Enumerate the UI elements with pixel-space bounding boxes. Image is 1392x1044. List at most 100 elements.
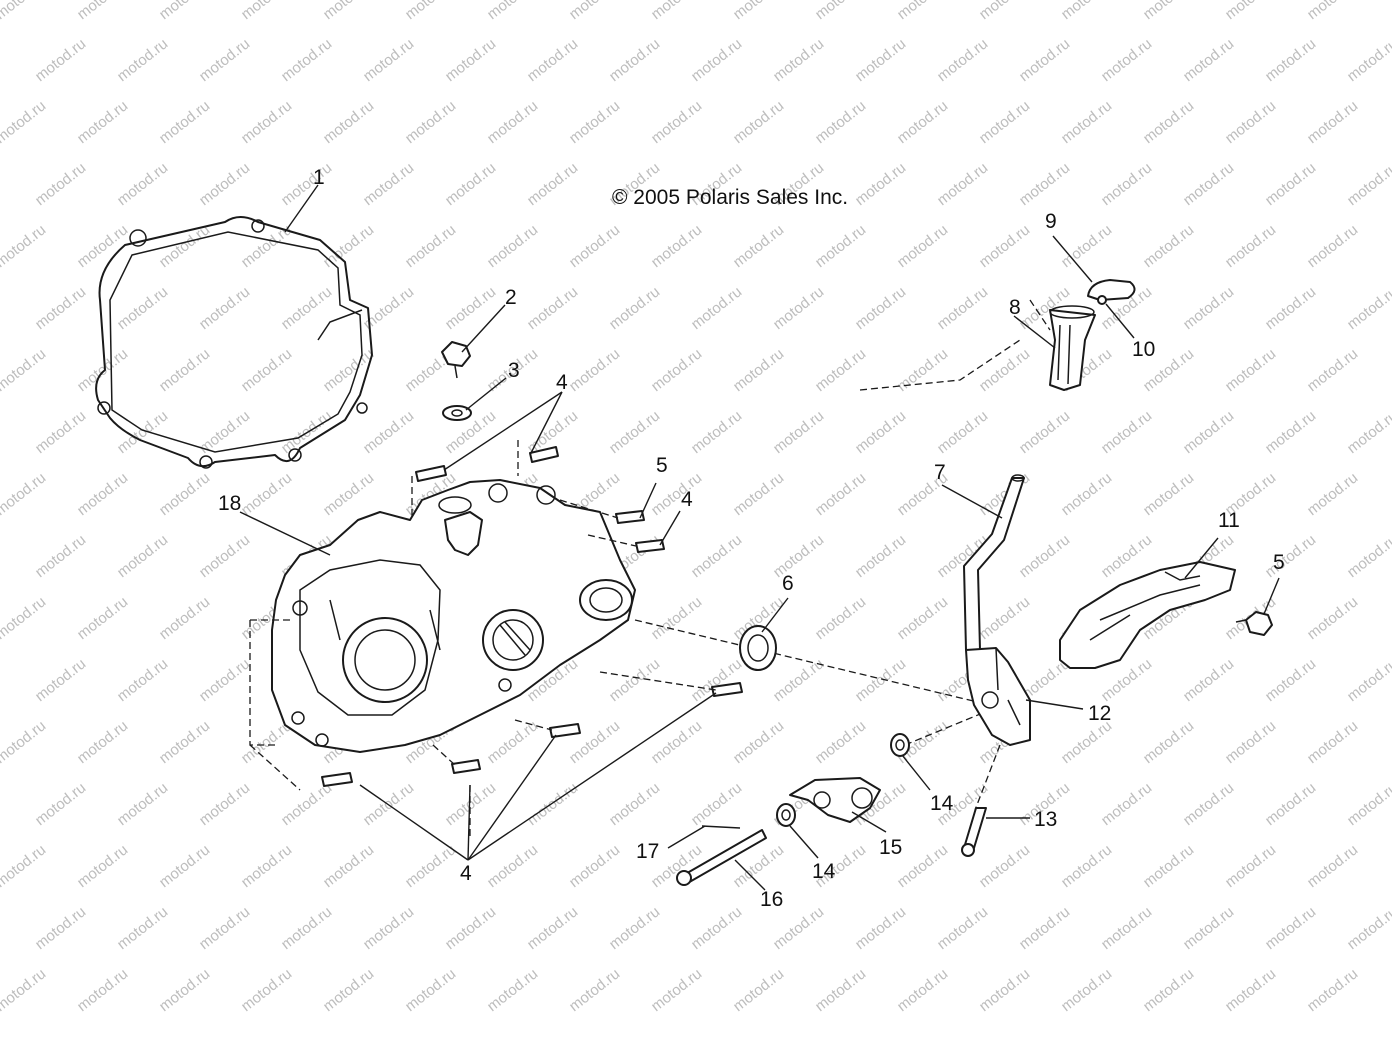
watermark-text: motod.ru [1016, 35, 1073, 85]
bolt [635, 539, 665, 553]
watermark-text: motod.ru [812, 593, 869, 643]
watermark-text: motod.ru [442, 159, 499, 209]
watermark-text: motod.ru [0, 345, 49, 395]
watermark-text: motod.ru [1098, 35, 1155, 85]
watermark-text: motod.ru [0, 841, 49, 891]
watermark-text: motod.ru [812, 0, 869, 23]
leader-lines [239, 184, 1280, 891]
watermark-text: motod.ru [1222, 965, 1279, 1015]
watermark-text: motod.ru [852, 903, 909, 953]
watermark-text: motod.ru [730, 221, 787, 271]
callout-14-left: 14 [812, 860, 836, 883]
watermark-text: motod.ru [1140, 0, 1197, 23]
watermark-text: motod.ru [32, 407, 89, 457]
watermark-text: motod.ru [1304, 965, 1361, 1015]
watermark-text: motod.ru [730, 469, 787, 519]
watermark-text: motod.ru [812, 469, 869, 519]
watermark-text: motod.ru [606, 779, 663, 829]
watermark-text: motod.ru [1180, 903, 1237, 953]
watermark-text: motod.ru [1140, 717, 1197, 767]
watermark-text: motod.ru [770, 407, 827, 457]
breather-plug-part-2 [441, 341, 471, 379]
watermark-text: motod.ru [442, 283, 499, 333]
callout-3: 3 [508, 359, 520, 382]
watermark-text: motod.ru [606, 283, 663, 333]
bolt [451, 759, 481, 774]
watermark-text: motod.ru [1098, 779, 1155, 829]
watermark-text: motod.ru [1016, 159, 1073, 209]
watermark-text: motod.ru [688, 779, 745, 829]
detent-arm-part-15 [789, 777, 881, 823]
callout-8: 8 [1009, 296, 1021, 319]
watermark-text: motod.ru [402, 965, 459, 1015]
watermark-text: motod.ru [0, 97, 49, 147]
watermark-text: motod.ru [156, 469, 213, 519]
watermark-text: motod.ru [894, 97, 951, 147]
bolt [415, 465, 447, 482]
watermark-text: motod.ru [852, 655, 909, 705]
watermark-text: motod.ru [320, 965, 377, 1015]
watermark-text: motod.ru [156, 841, 213, 891]
watermark-text: motod.ru [976, 345, 1033, 395]
watermark-text: motod.ru [156, 345, 213, 395]
watermark-text: motod.ru [566, 965, 623, 1015]
watermark-text: motod.ru [1222, 221, 1279, 271]
callout-1: 1 [313, 166, 325, 189]
watermark-text: motod.ru [402, 221, 459, 271]
watermark-text: motod.ru [74, 469, 131, 519]
watermark-text: motod.ru [1140, 841, 1197, 891]
watermark-text: motod.ru [74, 345, 131, 395]
watermark-text: motod.ru [32, 283, 89, 333]
watermark-text: motod.ru [852, 35, 909, 85]
watermark-text: motod.ru [894, 0, 951, 23]
bolt-group-part-4 [321, 446, 743, 787]
watermark-text: motod.ru [976, 593, 1033, 643]
watermark-text: motod.ru [1140, 965, 1197, 1015]
watermark-text: motod.ru [1016, 407, 1073, 457]
watermark-text: motod.ru [688, 283, 745, 333]
watermark-text: motod.ru [1016, 903, 1073, 953]
watermark-text: motod.ru [976, 965, 1033, 1015]
watermark-text: motod.ru [1262, 159, 1319, 209]
watermark-text: motod.ru [0, 221, 49, 271]
watermark-text: motod.ru [566, 97, 623, 147]
watermark-text: motod.ru [32, 159, 89, 209]
callout-7: 7 [934, 461, 946, 484]
watermark-text: motod.ru [360, 407, 417, 457]
watermark-text: motod.ru [566, 841, 623, 891]
watermark-text: motod.ru [730, 717, 787, 767]
watermark-text: motod.ru [320, 345, 377, 395]
watermark-text: motod.ru [1262, 779, 1319, 829]
cotter-pin-part-17 [701, 825, 741, 829]
watermark-text: motod.ru [238, 0, 295, 23]
cover-shield-part-11 [1059, 561, 1236, 669]
watermark-text: motod.ru [114, 655, 171, 705]
watermark-text: motod.ru [688, 407, 745, 457]
watermark-text: motod.ru [648, 0, 705, 23]
watermark-text: motod.ru [0, 717, 49, 767]
watermark-text: motod.ru [484, 965, 541, 1015]
watermark-text: motod.ru [1262, 407, 1319, 457]
watermark-text: motod.ru [648, 965, 705, 1015]
watermark-text: motod.ru [1140, 221, 1197, 271]
watermark-text: motod.ru [1222, 841, 1279, 891]
watermark-text: motod.ru [1180, 779, 1237, 829]
watermark-text: motod.ru [1344, 903, 1392, 953]
callout-17: 17 [636, 840, 659, 863]
watermark-text: motod.ru [566, 345, 623, 395]
watermark-text: motod.ru [402, 841, 459, 891]
callout-4-right: 4 [681, 488, 693, 511]
callout-5-left: 5 [656, 454, 668, 477]
watermark-text: motod.ru [1140, 97, 1197, 147]
watermark-text: motod.ru [688, 903, 745, 953]
copyright-text: © 2005 Polaris Sales Inc. [612, 186, 848, 209]
watermark-text: motod.ru [1180, 159, 1237, 209]
callout-2: 2 [505, 286, 517, 309]
watermark-text: motod.ru [934, 159, 991, 209]
watermark-text: motod.ru [360, 903, 417, 953]
alignment-lines [249, 299, 1051, 840]
watermark-text: motod.ru [1058, 841, 1115, 891]
watermark-text: motod.ru [894, 965, 951, 1015]
gasket-part-1 [95, 216, 373, 469]
watermark-text: motod.ru [976, 97, 1033, 147]
